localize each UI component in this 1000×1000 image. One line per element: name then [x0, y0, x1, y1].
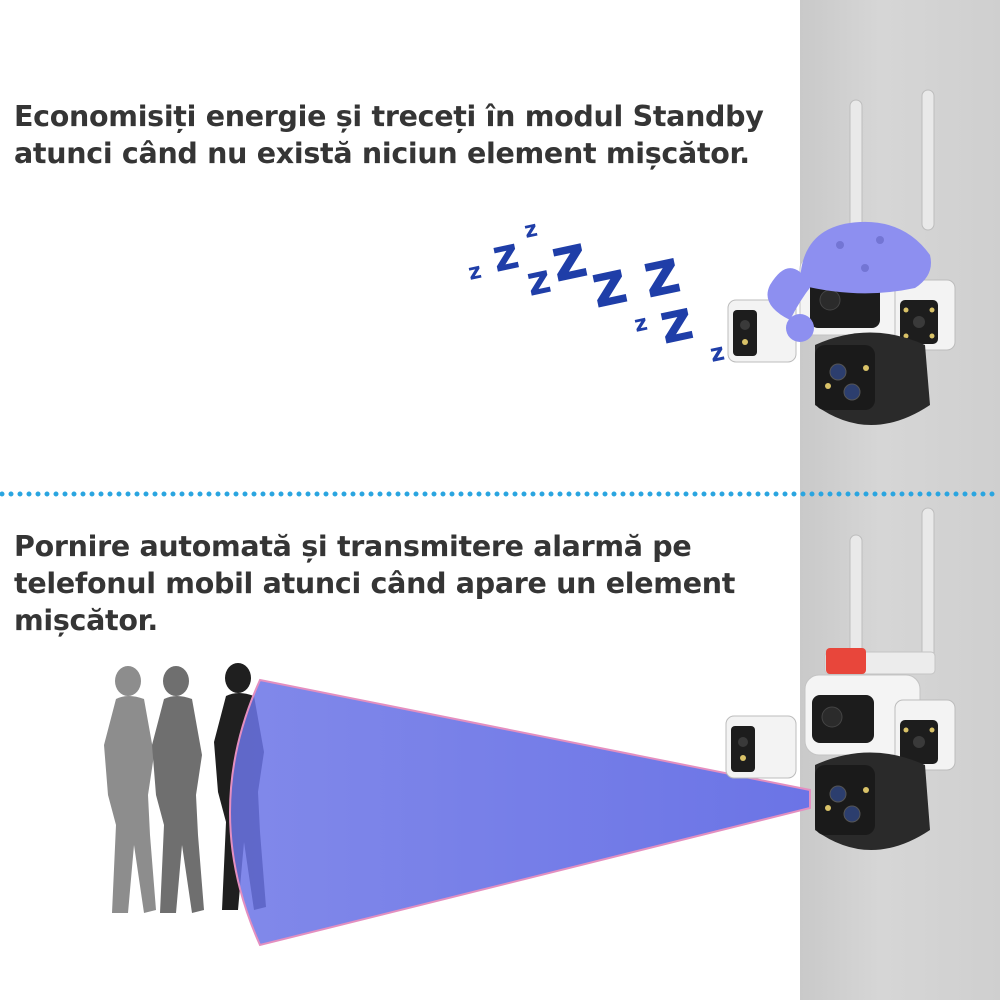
sleep-z-icon: z — [522, 217, 540, 244]
sleep-z-icon: z — [466, 259, 484, 286]
standby-mode-text: Economisiți energie și treceți în modul … — [14, 100, 764, 170]
motion-detection-beam — [229, 678, 811, 947]
motion-alarm-text: Pornire automată și transmitere alarmă p… — [14, 530, 736, 637]
alarm-light — [826, 648, 866, 674]
sleep-cap-icon — [767, 221, 931, 342]
sleep-z-icon: z — [707, 338, 726, 368]
sleep-z-icon: z — [632, 311, 650, 338]
security-camera-icon — [725, 507, 956, 850]
